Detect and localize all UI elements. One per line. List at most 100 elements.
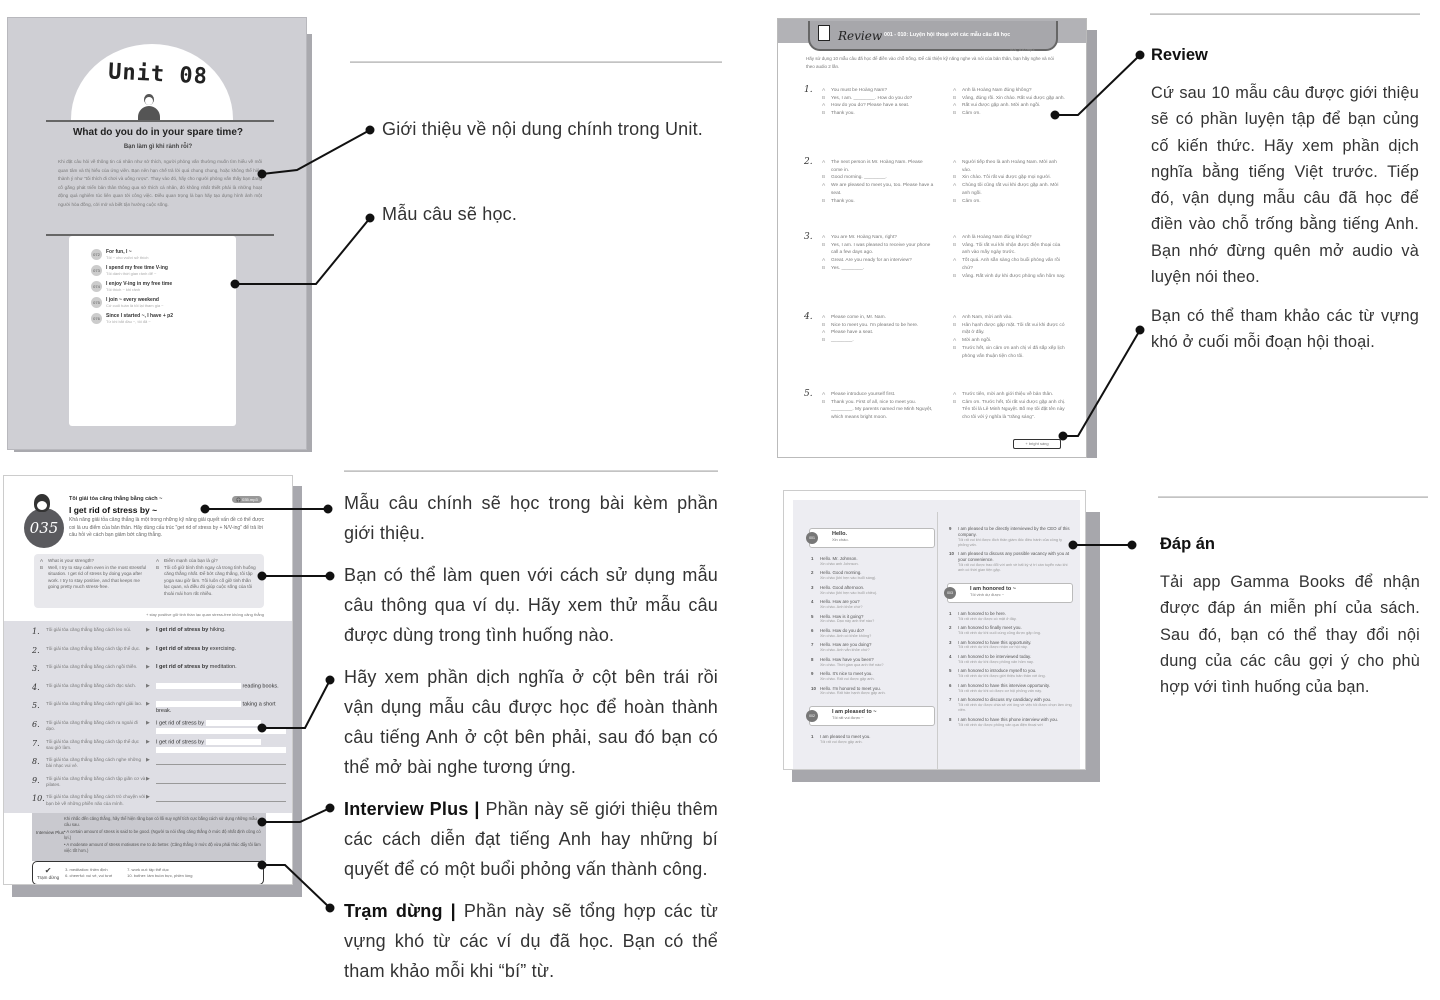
speaker: A <box>953 315 957 320</box>
item-en: Hello. Good morning. <box>820 570 862 576</box>
unit-intro-page: Unit 08 What do you do in your spare tim… <box>7 17 307 450</box>
speaker: B <box>156 564 160 570</box>
dialog-text: Cảm ơn. <box>962 111 981 117</box>
speaker: B <box>40 564 44 570</box>
exercise-row: 3.Tôi giải tỏa căng thẳng bằng cách ngồi… <box>32 664 292 683</box>
item-vi: Tôi rất vui được trao đổi với anh về bất… <box>958 562 1068 573</box>
item-en: Hello. It's nice to meet you. <box>820 671 873 677</box>
speaker: B <box>953 399 957 405</box>
exercise-answer[interactable] <box>156 794 292 803</box>
review-label: Review <box>838 29 883 43</box>
speaker: B <box>822 175 826 181</box>
exercise-answer[interactable]: I get rid of stress by exercising. <box>156 646 292 652</box>
item-text: Hello. How do you do?Xin chào. Anh có kh… <box>820 628 871 639</box>
dialog-text: Thank you. <box>831 111 855 117</box>
check-icon: ✔ <box>44 866 52 875</box>
item-vi: Xin chào. Anh có khỏe không? <box>820 633 872 638</box>
item-number: 2 <box>811 570 814 576</box>
exercise-answer[interactable]: I get rid of stress by meditation. <box>156 664 292 670</box>
exercise-vi: Tôi giải tỏa căng thẳng bằng cách ra ngo… <box>46 719 138 732</box>
speaker: A <box>953 88 957 93</box>
divider <box>1158 496 1428 498</box>
item-number: 8 <box>949 716 952 722</box>
speaker: A <box>822 235 826 240</box>
item-text: I am honored to be interviewed today.Tôi… <box>958 654 1034 665</box>
vocab-item: 3. meditation: thiền định <box>65 867 108 872</box>
item-en: I am honored to be here. <box>958 610 1007 616</box>
item-vi: Tôi rất vinh dự khi được nhận cơ hội này… <box>958 645 1028 650</box>
dialog-text: Yes, I am. ________. How do you do? <box>831 95 913 101</box>
guide-answer-text: Tải app Gamma Books để nhận được đáp án … <box>1160 573 1420 697</box>
audio-file[interactable]: 001_010.mp3 <box>1010 47 1035 52</box>
item-vi: Tôi rất vinh dự được phỏng vấn qua điện … <box>958 722 1043 727</box>
answer-text: reading books. <box>242 683 279 690</box>
exercise-answer[interactable]: taking a short break. <box>156 701 292 714</box>
item-text: I am honored to finally meet you.Tôi rất… <box>958 625 1041 636</box>
dialog-text: Xin chào. Tôi rất vui được gặp mọi người… <box>962 175 1051 181</box>
item-vi: Xin chào (khi hẹn vào buổi sáng). <box>820 576 877 581</box>
exercise-vi: Tôi giải tỏa căng thẳng bằng cách nghe n… <box>46 757 142 769</box>
item-number: 6 <box>949 682 952 688</box>
item-vi: Xin chào anh Johnson. <box>820 561 859 566</box>
guide-unit-patterns: Mẫu câu sẽ học. <box>382 204 518 224</box>
exercise-answer[interactable] <box>156 757 292 766</box>
pattern-number: 075 <box>91 297 102 308</box>
item-text: Hello. How are you?Xin chào. Anh khỏe ch… <box>820 599 862 610</box>
arrow-icon: ▶ <box>146 794 150 801</box>
audio-badge[interactable]: 🎧 035.mp3 <box>232 496 262 503</box>
exercise-number: 1. <box>32 627 40 636</box>
exercise-answer[interactable]: reading books. <box>156 682 292 690</box>
leader-dot <box>365 125 375 135</box>
unit-question: What do you do in your spare time? <box>72 127 243 138</box>
interview-plus-line: • A moderate amount of stress motivates … <box>64 841 261 854</box>
answer-line <box>156 776 286 784</box>
dialog-text: You are Mr. Hoàng Nam, right? <box>831 235 897 240</box>
exercise-answer[interactable] <box>156 776 292 784</box>
interview-plus-line: Khi nhắc đến căng thẳng, hãy thể hiện rằ… <box>64 816 257 828</box>
vocab-item: 7. work out: tập thể dục <box>127 867 169 872</box>
item-number: 7 <box>949 697 952 703</box>
item-vi: Tôi rất vinh dự khi có được cơ hội phỏng… <box>958 688 1042 693</box>
item-en: Hello. How are you? <box>820 599 860 605</box>
arrow-icon: ▶ <box>146 664 150 671</box>
dialog-text: Well, I try to stay calm even in the mos… <box>48 564 147 590</box>
answer-item: 8 I am honored to have this phone intervi… <box>949 717 1073 728</box>
speaker: B <box>953 322 957 328</box>
speaker: B <box>953 273 957 279</box>
pattern-title: I get rid of stress by ~ <box>69 505 158 515</box>
dialog-text: Trước tiên, mời anh giới thiệu về bản th… <box>962 392 1054 397</box>
pattern-number-badge: 035 <box>24 508 64 548</box>
dialog-text: Cảm ơn. Trước hết, tôi rất vui được gặp … <box>962 399 1066 421</box>
exercise-answer[interactable]: I get rid of stress by <box>156 738 292 754</box>
pattern-vi: Cứ cuối tuần là tôi lại tham gia ~ <box>106 303 164 308</box>
exercise-answer[interactable]: I get rid of stress by <box>156 719 292 735</box>
exercise-answer[interactable]: I get rid of stress by hiking. <box>156 627 292 633</box>
pattern-vi: Tôi ~ cho vui/vì sở thích <box>106 255 149 260</box>
dialog-text: Vâng. Rất vinh dự khi được phỏng vấn hôm… <box>962 273 1066 279</box>
speaker: A <box>953 160 957 165</box>
answer-blank <box>156 682 241 689</box>
item-en: I am honored to have this phone intervie… <box>958 716 1059 722</box>
